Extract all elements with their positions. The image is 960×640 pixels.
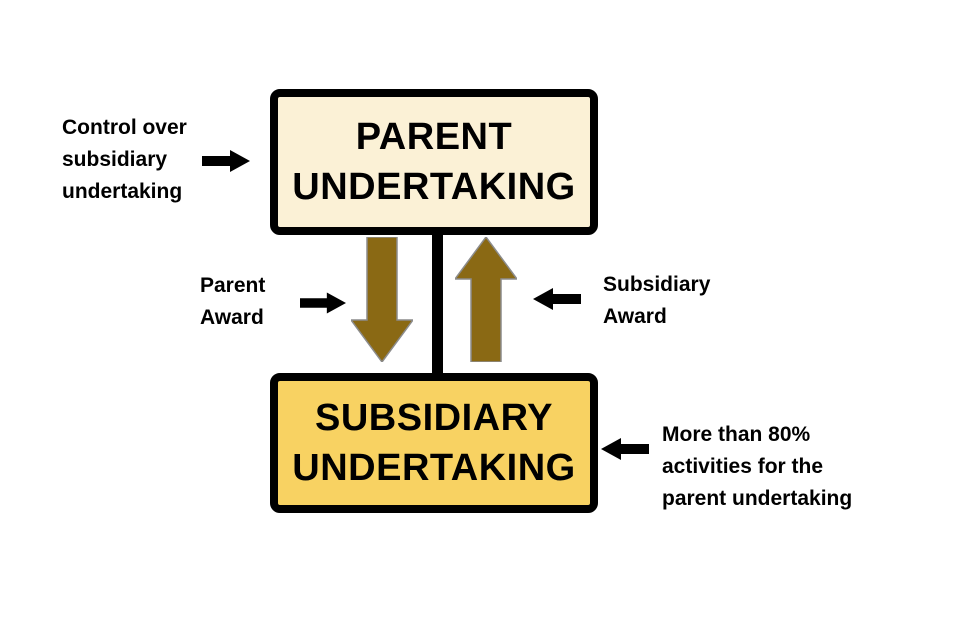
subsidiary-undertaking-box: SUBSIDIARY UNDERTAKING	[270, 373, 598, 513]
left-arrow-icon	[601, 438, 649, 460]
more-than-80-annotation-label: More than 80% activities for the parent …	[662, 423, 853, 510]
right-arrow-icon	[300, 292, 346, 314]
right-arrow-icon	[202, 150, 250, 172]
parent-subsidiary-link-line	[432, 228, 443, 380]
down-arrow-icon	[351, 237, 413, 362]
left-arrow-icon	[533, 288, 581, 310]
subsidiary-award-annotation-label: Subsidiary Award	[603, 273, 711, 328]
control-annotation-label: Control over subsidiary undertaking	[62, 116, 187, 203]
subsidiary-undertaking-box-label: SUBSIDIARY UNDERTAKING	[292, 397, 576, 489]
parent-award-annotation-label: Parent Award	[200, 274, 266, 329]
up-arrow-icon	[455, 237, 517, 362]
parent-undertaking-box-label: PARENT UNDERTAKING	[292, 116, 576, 208]
parent-undertaking-box: PARENT UNDERTAKING	[270, 89, 598, 235]
